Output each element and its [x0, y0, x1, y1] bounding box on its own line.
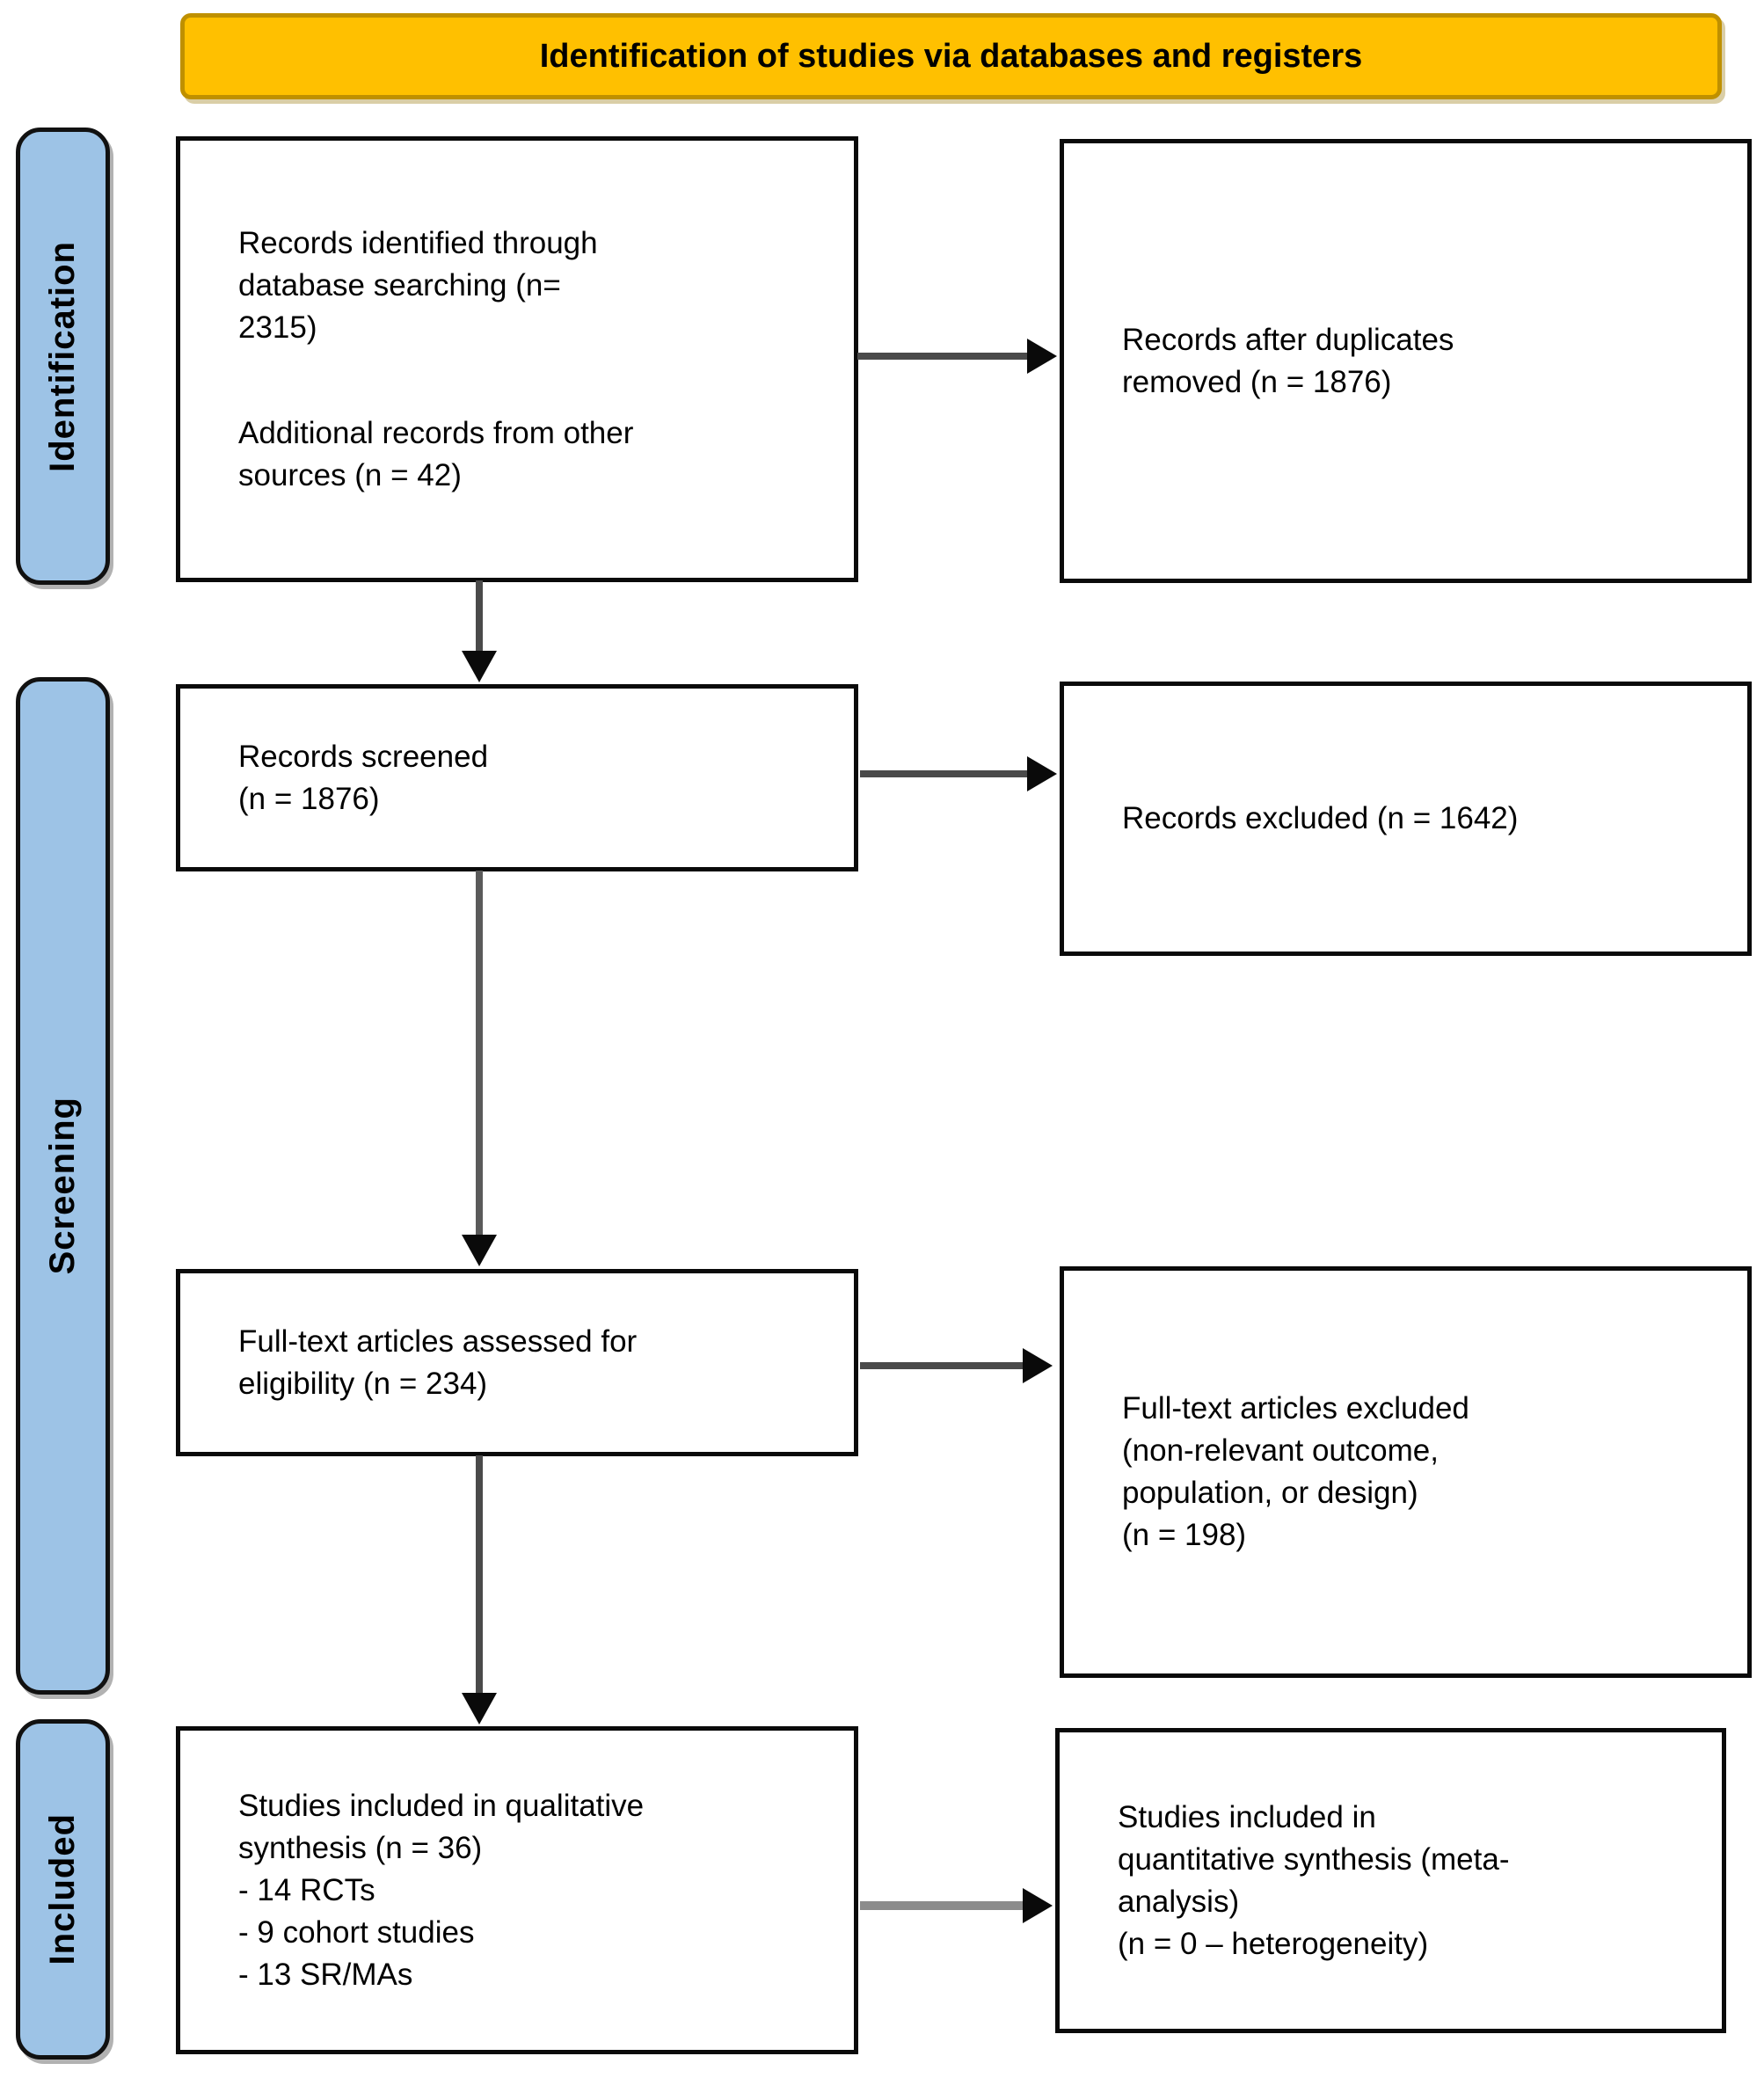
- arrow-screened-to-excluded-head-icon: [1027, 756, 1057, 791]
- box-qualitative-included: Studies included in qualitative synthesi…: [176, 1726, 858, 2054]
- stage-identification-label: Identification: [43, 240, 82, 472]
- arrow-identified-to-duplicates-shaft: [857, 353, 1030, 360]
- records-excluded-text: Records excluded (n = 1642): [1122, 801, 1519, 835]
- arrow-fulltext-to-excluded-shaft: [860, 1362, 1025, 1369]
- arrow-identified-to-screened-head-icon: [462, 651, 497, 682]
- arrow-fulltext-to-qualitative-shaft: [476, 1455, 483, 1695]
- duplicates-removed-text: Records after duplicates removed (n = 18…: [1122, 322, 1454, 399]
- diagram-title: Identification of studies via databases …: [539, 37, 1363, 75]
- arrow-identified-to-screened-shaft: [476, 580, 483, 654]
- quantitative-included-text: Studies included in quantitative synthes…: [1118, 1799, 1510, 1961]
- box-fulltext-assessed: Full-text articles assessed for eligibil…: [176, 1269, 858, 1456]
- box-records-excluded: Records excluded (n = 1642): [1060, 682, 1752, 956]
- records-identified-text: Records identified through database sear…: [238, 225, 598, 345]
- stage-included-label: Included: [43, 1813, 82, 1965]
- box-duplicates-removed: Records after duplicates removed (n = 18…: [1060, 139, 1752, 583]
- arrow-screened-to-excluded-shaft: [860, 770, 1030, 777]
- arrow-screened-to-fulltext-shaft: [476, 871, 483, 1236]
- box-records-identified: Records identified through database sear…: [176, 136, 858, 582]
- diagram-title-banner: Identification of studies via databases …: [180, 13, 1722, 99]
- arrow-screened-to-fulltext-head-icon: [462, 1235, 497, 1266]
- arrow-fulltext-to-excluded-head-icon: [1023, 1348, 1053, 1383]
- stage-pill-identification: Identification: [16, 128, 110, 585]
- box-quantitative-included: Studies included in quantitative synthes…: [1055, 1728, 1726, 2033]
- box-records-screened: Records screened (n = 1876): [176, 684, 858, 871]
- qualitative-included-text: Studies included in qualitative synthesi…: [238, 1788, 645, 1992]
- records-screened-text: Records screened (n = 1876): [238, 739, 489, 816]
- arrow-qualitative-to-quantitative-head-icon: [1023, 1888, 1053, 1923]
- box-fulltext-excluded: Full-text articles excluded (non-relevan…: [1060, 1266, 1752, 1678]
- fulltext-excluded-text: Full-text articles excluded (non-relevan…: [1122, 1391, 1469, 1552]
- arrow-identified-to-duplicates-head-icon: [1027, 339, 1057, 374]
- arrow-fulltext-to-qualitative-head-icon: [462, 1693, 497, 1724]
- additional-records-text: Additional records from other sources (n…: [238, 415, 634, 492]
- arrow-qualitative-to-quantitative-shaft: [860, 1901, 1025, 1910]
- stage-pill-included: Included: [16, 1719, 110, 2060]
- stage-screening-label: Screening: [43, 1097, 82, 1275]
- stage-pill-screening: Screening: [16, 677, 110, 1695]
- fulltext-assessed-text: Full-text articles assessed for eligibil…: [238, 1323, 638, 1401]
